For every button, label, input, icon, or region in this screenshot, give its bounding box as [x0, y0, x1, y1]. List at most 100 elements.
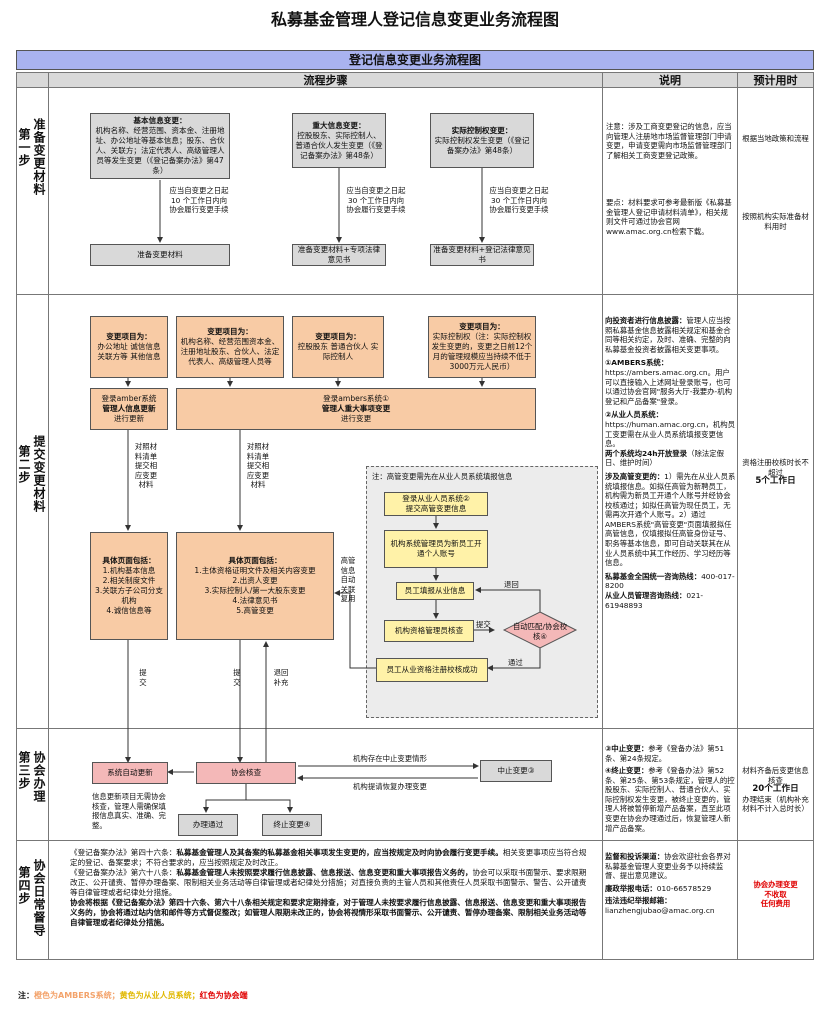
- material-box-c: 准备变更材料+登记法律意见书: [430, 244, 534, 266]
- change-item-4: 变更项目为： 实际控制权（注：实际控制权发生变更的，变更之日前12个月的管理规模…: [428, 316, 536, 378]
- hr-fill-box: 员工填报从业信息: [396, 582, 474, 600]
- submit-label: 提交: [476, 620, 491, 629]
- step3-time-cell: [737, 728, 814, 841]
- step3-explain-a: ③中止变更：参考《登备办法》第51条、第24条规定。: [605, 744, 725, 763]
- ambers-major-bold: 管理人重大事项变更: [321, 404, 391, 413]
- step2-num: 第二步: [17, 445, 31, 484]
- step1-time-b: 按照机构实际准备材料用时: [742, 212, 809, 231]
- ambers-major-box: 登录ambers系统① 管理人重大事项变更 进行变更: [176, 388, 536, 430]
- step2-explain: 向投资者进行信息披露：管理人应当按照私募基金信息披露相关规定和基金合同等相关约定…: [605, 316, 736, 610]
- step4-explain: 监督和投诉渠道：协会欢迎社会各界对私募基金管理人变更业务予以持续监督、提出意见建…: [605, 852, 731, 915]
- resume-label: 机构提请恢复办理变更: [353, 782, 427, 791]
- submit-label-a: 提交: [139, 668, 147, 687]
- step2-time: 资格注册校核时长不超过 5个工作日: [742, 458, 809, 487]
- band-title: 登记信息变更业务流程图: [16, 50, 814, 70]
- change-item-3-body: 控股股东 普通合伙人 实际控制人: [297, 342, 379, 361]
- step4-name: 协会日常督导: [32, 859, 46, 937]
- header-steps: 流程步骤: [48, 72, 603, 88]
- change-item-4-title: 变更项目为：: [459, 322, 505, 331]
- change-item-1-title: 变更项目为：: [106, 332, 152, 341]
- ambers-major-post: 进行变更: [340, 414, 372, 423]
- page-list-1: 具体页面包括： 1.机构基本信息 2.相关制度文件 3.关联方子公司分支机构 4…: [90, 532, 168, 640]
- page-list-1-body: 1.机构基本信息 2.相关制度文件 3.关联方子公司分支机构 4.诚信信息等: [95, 566, 163, 615]
- step1-time-cell: [737, 87, 814, 295]
- explain-item: 涉及高管变更的：1）需先在从业人员系统填报信息。如拟任高管为新聘员工，机构需为新…: [605, 471, 736, 568]
- step4-num: 第四步: [17, 866, 31, 905]
- step2-label: 第二步 提交变更材料: [16, 294, 49, 729]
- step4-flow-cell: [48, 840, 603, 960]
- hr-zone-title: 注：高管变更需先在从业人员系统填报信息: [372, 472, 513, 481]
- basic-change-title: 基本信息变更：: [133, 116, 187, 125]
- step3-time: 材料齐备后变更信息核查 20个工作日 办理结束（机构补充材料不计入总时长）: [741, 766, 810, 814]
- pass-box: 办理通过: [178, 814, 238, 836]
- step3-time-a: 材料齐备后变更信息核查: [742, 766, 809, 785]
- explain-item: ①AMBERS系统：https://ambers.amac.org.cn。用户可…: [605, 358, 732, 406]
- page-list-2: 具体页面包括： 1.主体资格证明文件及相关内容变更 2.出资人变更 3.实际控制…: [176, 532, 334, 640]
- step2-time-cell: [737, 294, 814, 729]
- deadline-note-c: 应当自变更之日起 30 个工作日内向协会履行变更手续: [489, 186, 549, 215]
- control-change-box: 实际控制权变更： 实际控制权发生变更（《登记备案办法》第48条）: [430, 113, 534, 168]
- explain-item: 两个系统均24h开放登录（除法定假日、维护时间）: [605, 448, 725, 468]
- material-box-a: 准备变更材料: [90, 244, 230, 266]
- page-list-1-title: 具体页面包括：: [102, 556, 156, 565]
- auto-match-label: 自动匹配/协会校核④: [512, 622, 568, 641]
- ambers-update-bold: 管理人信息更新: [102, 404, 156, 413]
- step3-explain-b: ④终止变更：参考《登备办法》第52条、第25条、第53条规定，管理人的控股股东、…: [605, 766, 735, 833]
- ambers-major-pre: 登录ambers系统①: [323, 394, 389, 403]
- rule-para-2: 《登记备案办法》第六十八条：私募基金管理人未按照要求履行信息披露、信息报送、信息…: [70, 868, 587, 897]
- basic-change-box: 基本信息变更： 机构名称、经营范围、资本金、注册地址、办公地址等基本信息；股东、…: [90, 113, 230, 179]
- hr-review-box: 机构资格管理员核查: [384, 620, 474, 642]
- return-label: 退回补充: [273, 668, 289, 687]
- pass-label: 通过: [508, 658, 523, 667]
- suspend-label: 机构存在中止变更情形: [353, 754, 427, 763]
- step2-explain-cell: [602, 294, 738, 729]
- explain-item: 向投资者进行信息披露：管理人应当按照私募基金信息披露相关规定和基金合同等相关约定…: [605, 316, 731, 354]
- rule-para-1: 《登记备案办法》第四十六条：私募基金管理人及其备案的私募基金相关事项发生变更的，…: [70, 848, 587, 867]
- step4-time: 协会办理变更 不收取 任何费用: [753, 880, 798, 909]
- control-change-body: 实际控制权发生变更（《登记备案办法》第48条）: [434, 135, 530, 155]
- back-label: 退回: [504, 580, 519, 589]
- page-title: 私募基金管理人登记信息变更业务流程图: [270, 10, 559, 29]
- suspend-box: 中止变更③: [480, 760, 552, 782]
- page-list-2-title: 具体页面包括：: [228, 556, 282, 565]
- step3-name: 协会办理: [32, 751, 46, 803]
- ambers-update-pre: 登录amber系统: [101, 394, 157, 403]
- control-change-title: 实际控制权变更：: [451, 125, 513, 135]
- step3-label: 第三步 协会办理: [16, 728, 49, 841]
- explain-item: 从业人员管理咨询热线：021-61948893: [605, 591, 704, 610]
- major-change-body: 控股股东、实际控制人、普通合伙人发生变更（《登记备案办法》第48条）: [295, 130, 383, 160]
- basic-change-body: 机构名称、经营范围、资本金、注册地址、办公地址等基本信息；股东、合伙人、关联方；…: [95, 126, 225, 175]
- change-item-1-body: 办公地址 诚信信息 关联方等 其他信息: [97, 342, 161, 361]
- step4-rules: 《登记备案办法》第四十六条：私募基金管理人及其备案的私募基金相关事项发生变更的，…: [70, 848, 590, 928]
- step1-explain-b: 要点：材料要求可参考最新版《私募基金管理人登记申请材料清单》，相关规则文件可通过…: [606, 198, 732, 236]
- step2-time-b: 5个工作日: [755, 476, 796, 487]
- change-item-2-title: 变更项目为：: [207, 327, 253, 336]
- material-box-b: 准备变更材料+专项法律意见书: [292, 244, 386, 266]
- verify-box: 协会核查: [196, 762, 296, 784]
- change-item-1: 变更项目为： 办公地址 诚信信息 关联方等 其他信息: [90, 316, 168, 378]
- ambers-update-box: 登录amber系统 管理人信息更新 进行更新: [90, 388, 168, 430]
- legend-note: 注：橙色为AMBERS系统；黄色为从业人员系统；红色为协会端: [18, 991, 248, 1000]
- page-list-2-body: 1.主体资格证明文件及相关内容变更 2.出资人变更 3.实际控制人/第一大股东变…: [194, 566, 316, 615]
- step1-explain-a: 注意：涉及工商变更登记的信息，应当向管理人注册地市场监督管理部门申请变更，申请变…: [606, 122, 732, 160]
- change-item-3: 变更项目为： 控股股东 普通合伙人 实际控制人: [292, 316, 384, 378]
- step1-name: 准备变更材料: [32, 118, 46, 196]
- auto-update-note: 信息更新项目无需协会核查，管理人需确保填报信息真实、准确、完整。: [92, 792, 166, 830]
- explain-item: ②从业人员系统：https://human.amac.org.cn，机构员工变更…: [605, 410, 736, 449]
- major-change-box: 重大信息变更： 控股股东、实际控制人、普通合伙人发生变更（《登记备案办法》第48…: [292, 113, 386, 168]
- step2-name: 提交变更材料: [32, 435, 46, 513]
- auto-link-note: 高管信息自动关联复用: [340, 556, 356, 604]
- deadline-note-a: 应当自变更之日起 10 个工作日内向协会履行变更手续: [169, 186, 229, 215]
- auto-update-box: 系统自动更新: [92, 762, 168, 784]
- change-item-3-title: 变更项目为：: [315, 332, 361, 341]
- step3-num: 第三步: [17, 751, 31, 790]
- check-note-b: 对照材料清单提交相应变更材料: [246, 442, 270, 490]
- step4-time-cell: [737, 840, 814, 960]
- submit-label-b: 提交: [233, 668, 241, 687]
- step1-time-a: 根据当地政策和流程: [742, 134, 809, 143]
- terminate-box: 终止变更④: [262, 814, 322, 836]
- step1-num: 第一步: [17, 128, 31, 167]
- step4-label: 第四步 协会日常督导: [16, 840, 49, 960]
- step4-explain-cell: [602, 840, 738, 960]
